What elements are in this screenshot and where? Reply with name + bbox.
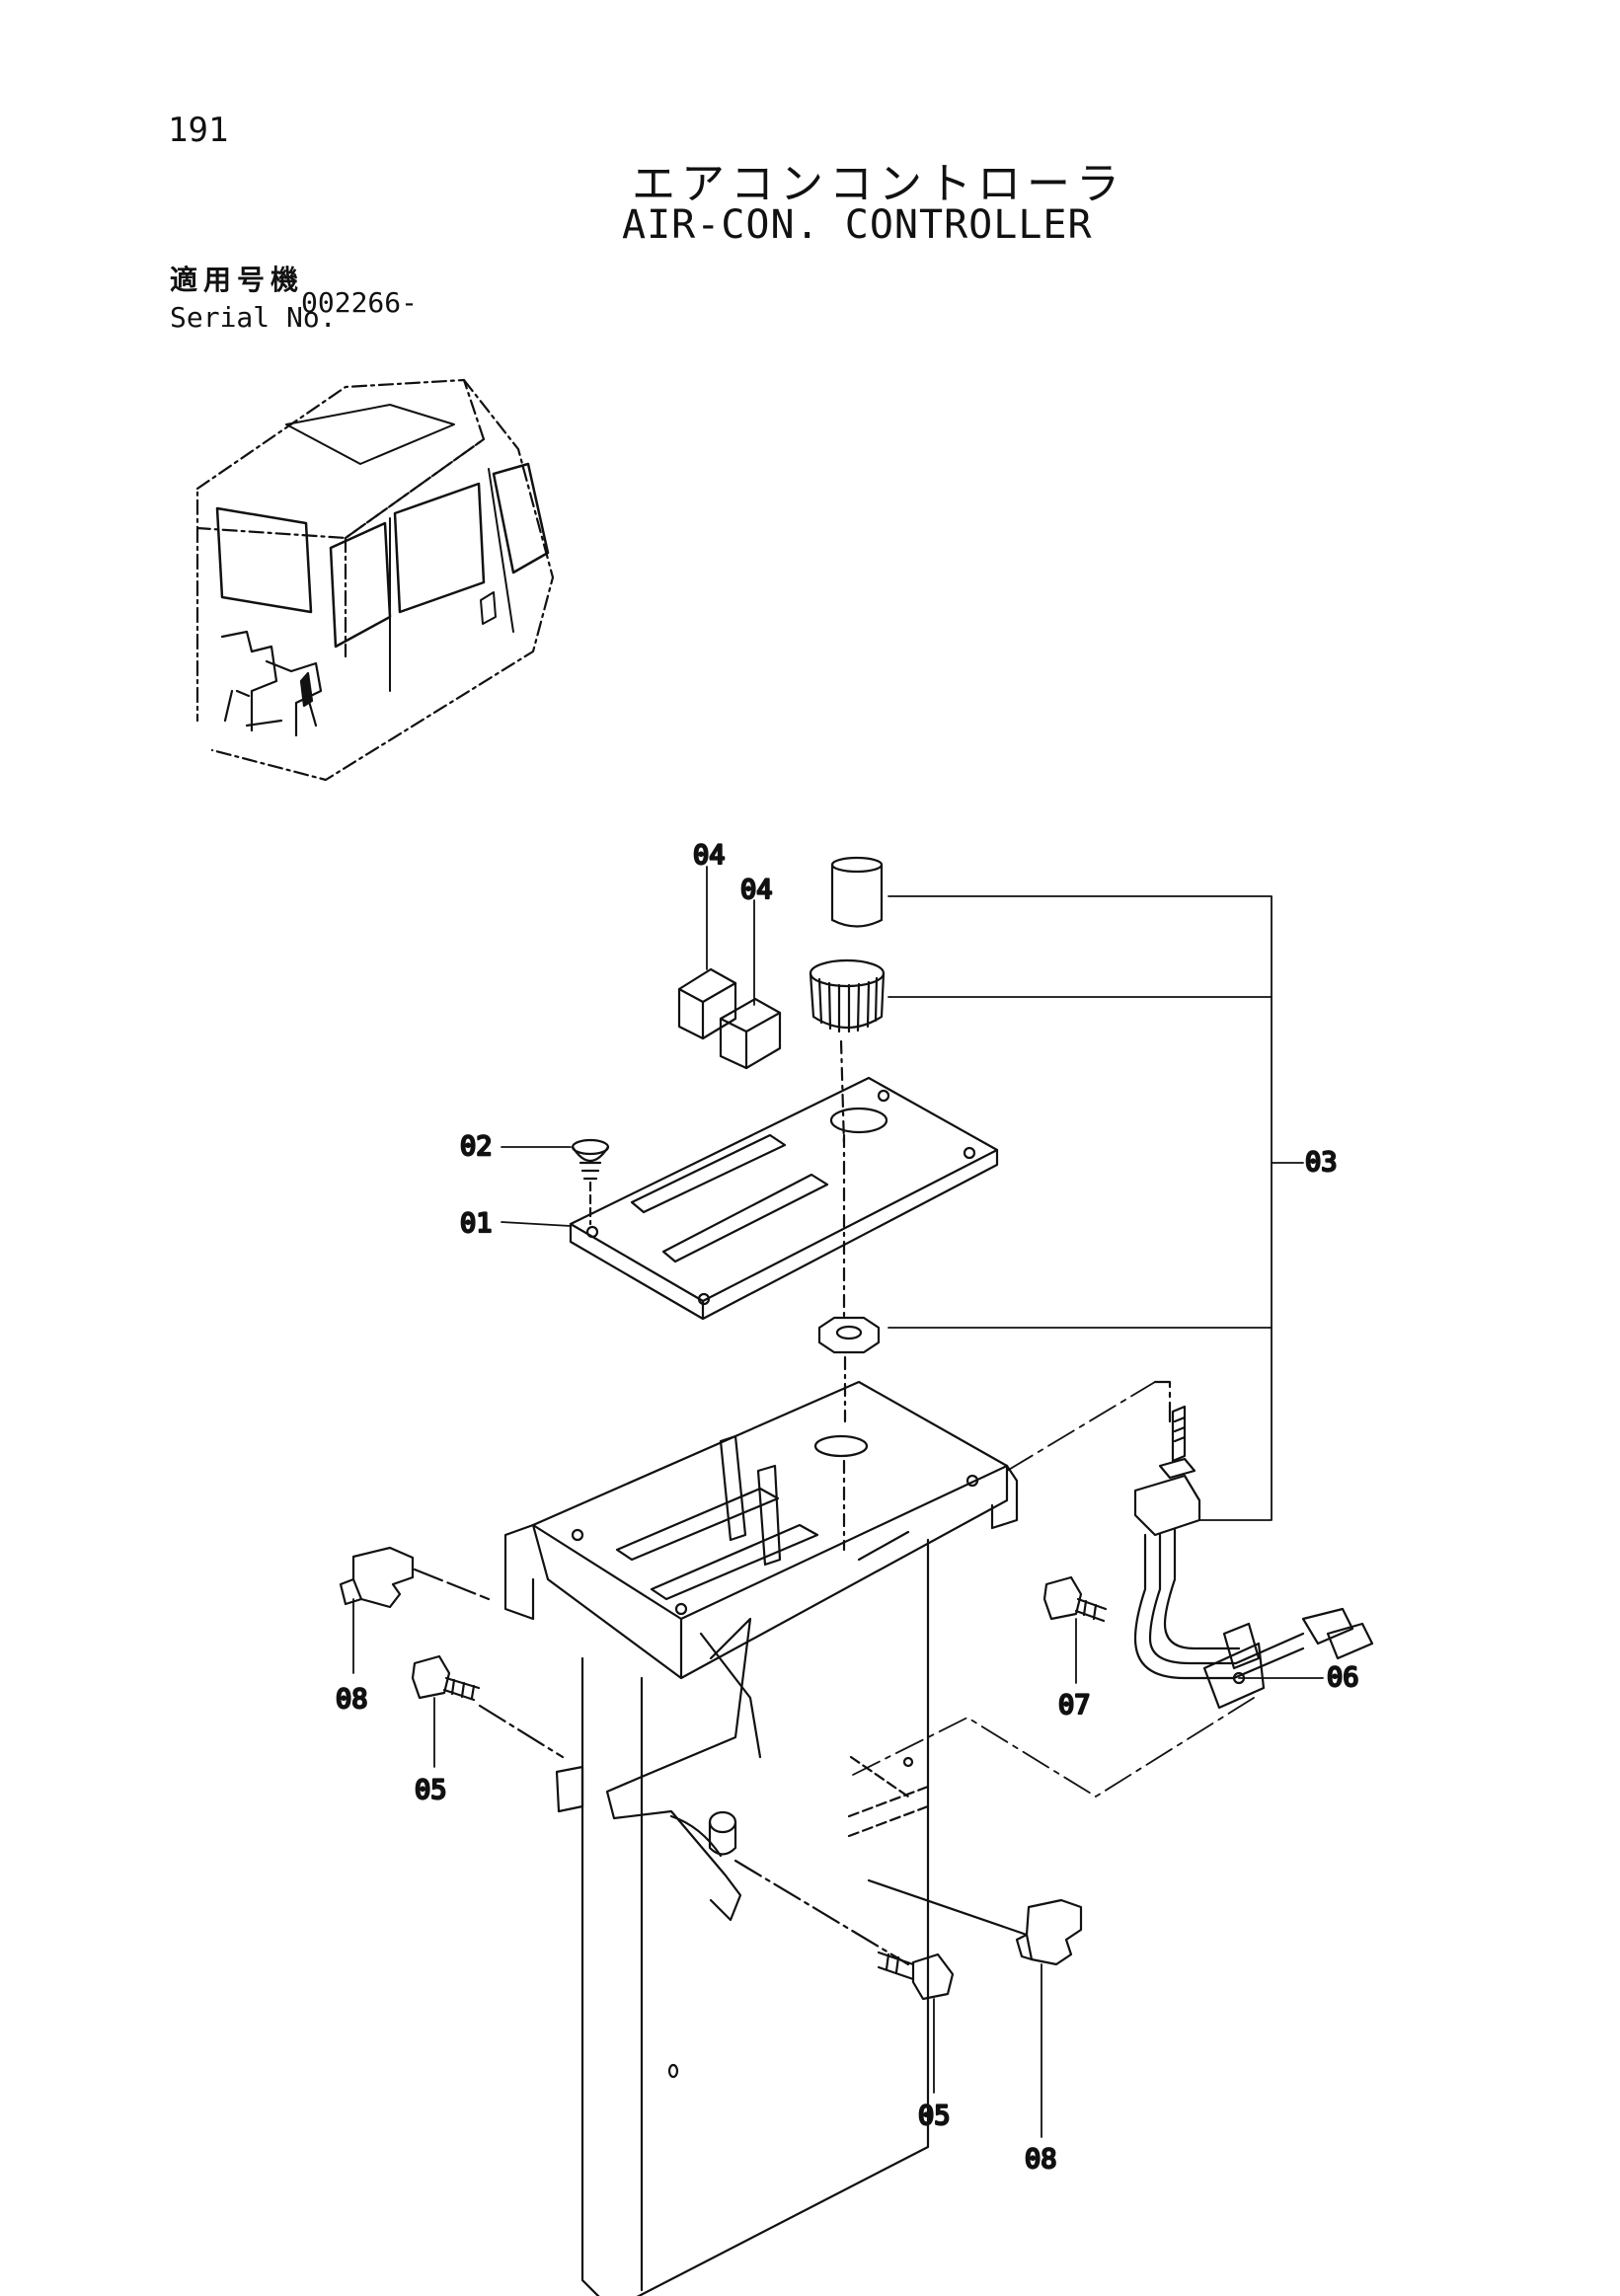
knob-cap-part [830,856,884,928]
serial-number-value: 002266- [301,286,419,319]
serial-label-japanese: 適用号機 [170,264,305,296]
callout-07: 07 [1058,1690,1091,1721]
title-japanese: エアコンコントローラ [632,159,1125,209]
lever-part [555,1617,762,1922]
nut-part [817,1316,881,1423]
title-english: AIR-CON. CONTROLLER [622,202,1093,248]
callout-08-left: 08 [336,1684,368,1715]
switch-assembly-part [1133,1380,1374,1710]
callout-02: 02 [460,1131,493,1162]
serial-label-english: Serial No. [170,301,337,334]
callout-05-bottom: 05 [918,2101,951,2131]
callout-03: 03 [1305,1147,1338,1178]
callout-04-left: 04 [693,840,726,871]
bolt-parts [411,1568,1108,2001]
callout-05-left: 05 [415,1775,447,1805]
plate-screw-part [571,1138,610,1226]
bushing-part [708,1810,737,1856]
page-number: 191 [168,111,229,150]
cab-location-illustration [195,378,555,782]
clip-parts [339,1546,1083,1966]
bracket-body-part [503,1380,1019,2296]
knob-part [809,958,886,1147]
callout-04-right: 04 [740,875,773,905]
switch-cap-parts [677,967,782,1070]
top-plate-part [569,1076,999,1321]
leader-lines [352,866,1324,2138]
callout-08-bottom: 08 [1025,2144,1057,2175]
dash-dot-lines [848,1381,1255,1798]
callout-01: 01 [460,1208,493,1239]
callout-06: 06 [1327,1662,1359,1693]
small-details [667,1755,930,2079]
